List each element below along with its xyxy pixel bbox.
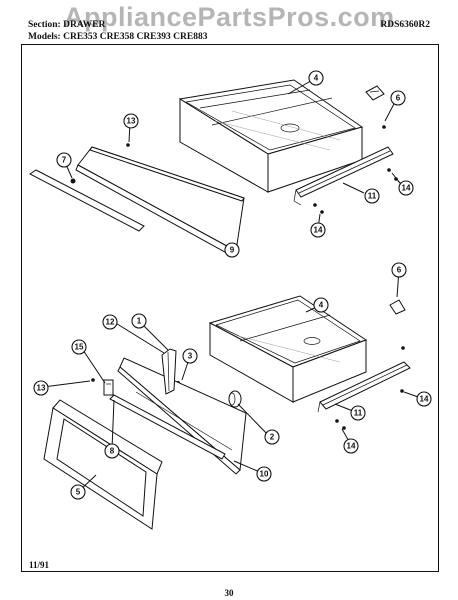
callout-label: 13 (37, 384, 46, 393)
front-bracket (161, 348, 177, 395)
callout-label: 15 (75, 343, 84, 352)
callout-14-bottom-right: 14 (416, 391, 432, 407)
diagram-frame (21, 44, 439, 572)
callout-12: 12 (102, 314, 118, 330)
callout-13-top: 13 (123, 113, 139, 129)
hinge (103, 379, 114, 396)
callout-6-bottom: 6 (391, 262, 407, 278)
callout-1: 1 (131, 313, 147, 329)
revision-date: 11/91 (29, 560, 50, 570)
callout-label: 4 (314, 74, 319, 83)
callout-5: 5 (70, 484, 86, 500)
drawer-frame-bottom (43, 399, 163, 530)
drawer-slide-bottom (317, 361, 411, 413)
section-label: Section: DRAWER (28, 20, 106, 30)
callout-3: 3 (182, 348, 198, 364)
callout-14-top-left: 14 (310, 222, 326, 238)
callout-label: 5 (76, 488, 81, 497)
callout-13-bottom: 13 (33, 380, 49, 396)
callout-label: 12 (106, 318, 115, 327)
callout-label: 14 (402, 184, 411, 193)
watermark: AppliancePartsPros.com (64, 2, 395, 32)
callout-label: 1 (137, 317, 142, 326)
callout-label: 14 (314, 226, 323, 235)
callout-4-top: 4 (308, 70, 324, 86)
bracket-top (365, 85, 385, 101)
drawer-slide-top (293, 146, 394, 206)
drawer-box-bottom (208, 295, 368, 403)
screws-bottom (91, 346, 405, 430)
callout-2: 2 (264, 429, 280, 445)
callout-label: 6 (397, 266, 402, 275)
callout-9: 9 (224, 242, 240, 258)
part-number: RDS6360R2 (380, 20, 430, 30)
bracket-bottom (389, 299, 406, 315)
callout-label: 6 (396, 94, 401, 103)
callout-label: 2 (270, 433, 275, 442)
callout-14-top-right: 14 (398, 180, 414, 196)
callout-11-top: 11 (364, 188, 380, 204)
callout-label: 8 (110, 447, 115, 456)
callout-15: 15 (71, 339, 87, 355)
callout-11-bottom: 11 (350, 405, 366, 421)
callout-8: 8 (104, 443, 120, 459)
page-number: 30 (224, 588, 234, 598)
callout-label: 14 (420, 395, 429, 404)
models-label: Models: CRE353 CRE358 CRE393 CRE883 (28, 32, 208, 42)
callout-14-bottom-left: 14 (343, 438, 359, 454)
callout-10: 10 (256, 466, 272, 482)
callout-label: 14 (347, 442, 356, 451)
callout-label: 9 (230, 246, 235, 255)
callout-6-top: 6 (390, 90, 406, 106)
knob (228, 390, 242, 408)
callout-label: 11 (368, 192, 377, 201)
callout-label: 13 (127, 117, 136, 126)
callout-label: 7 (62, 156, 67, 165)
handle-rod-bottom (109, 394, 226, 460)
callout-label: 11 (354, 409, 363, 418)
drawer-handle-top (29, 169, 145, 232)
callout-label: 3 (188, 352, 193, 361)
callout-7: 7 (56, 152, 72, 168)
callout-4-bottom: 4 (313, 297, 329, 313)
drawer-front-top (75, 146, 245, 257)
callout-label: 10 (260, 470, 269, 479)
callout-label: 4 (319, 301, 324, 310)
